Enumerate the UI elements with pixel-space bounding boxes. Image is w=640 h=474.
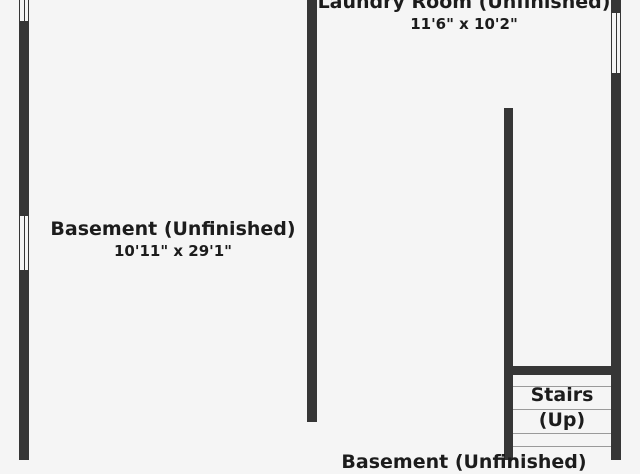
laundry-room-label: Laundry Room (Unfinished) 11'6" x 10'2" bbox=[317, 0, 611, 34]
interior-wall-basement-laundry bbox=[307, 0, 317, 422]
room-dimensions: 10'11" x 29'1" bbox=[114, 242, 232, 260]
stair-side-rail bbox=[504, 375, 513, 460]
stair-enclosure-wall bbox=[504, 108, 513, 460]
basement-room-label: Basement (Unfinished) 10'11" x 29'1" bbox=[29, 217, 317, 261]
lower-basement-room-label: Basement (Unfinished) bbox=[317, 450, 611, 474]
room-name: Laundry Room (Unfinished) bbox=[317, 0, 611, 13]
room-name: Basement (Unfinished) bbox=[341, 451, 587, 473]
right-window bbox=[611, 12, 621, 74]
stair-tread bbox=[513, 409, 611, 410]
left-window-top bbox=[19, 0, 29, 22]
room-name: Basement (Unfinished) bbox=[50, 218, 296, 240]
stairs-direction: (Up) bbox=[538, 409, 586, 431]
stairs-label: Stairs (Up) bbox=[513, 383, 611, 433]
left-window-middle bbox=[19, 215, 29, 271]
stair-tread bbox=[513, 446, 611, 447]
stairs-text: Stairs bbox=[530, 384, 594, 406]
floor-plan: Basement (Unfinished) 10'11" x 29'1" Lau… bbox=[19, 0, 621, 473]
stair-tread bbox=[513, 433, 611, 434]
right-exterior-wall bbox=[611, 0, 621, 460]
room-dimensions: 11'6" x 10'2" bbox=[410, 15, 518, 33]
stair-tread bbox=[513, 386, 611, 387]
stair-top-wall bbox=[504, 366, 621, 375]
